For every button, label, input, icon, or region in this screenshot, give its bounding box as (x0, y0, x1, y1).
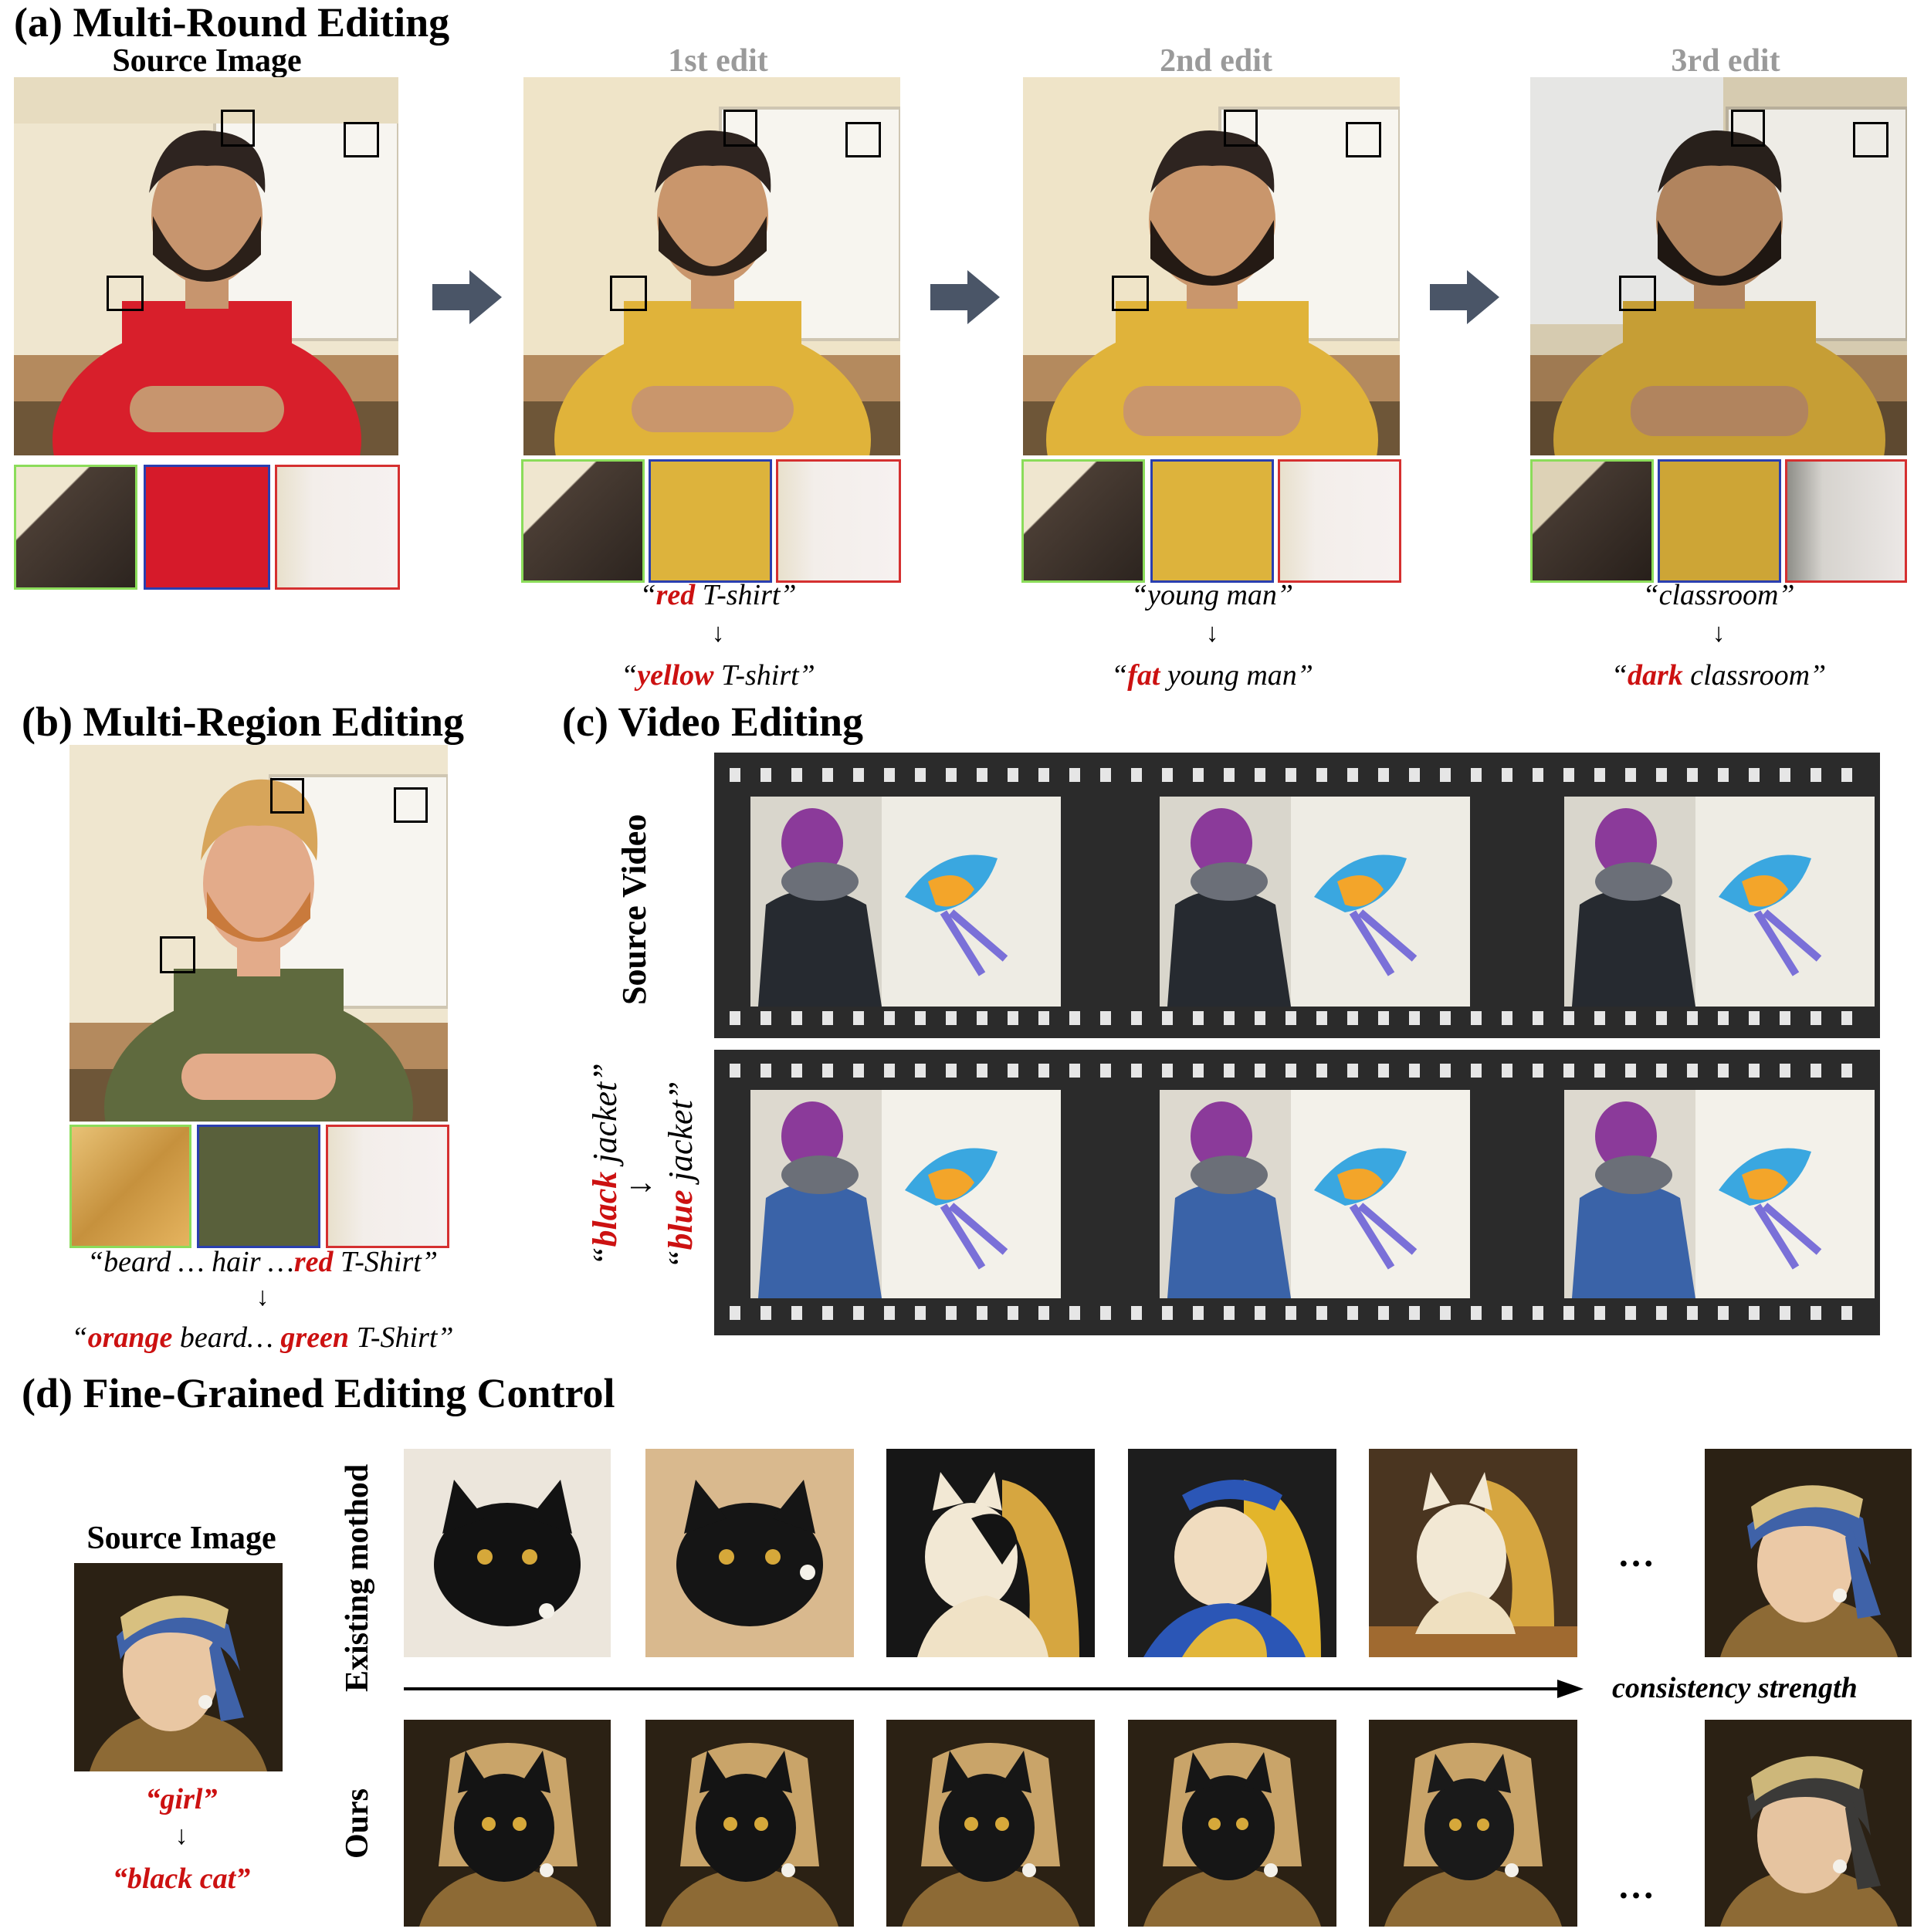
video-edit-arrow: → (624, 1163, 658, 1201)
panel-b-title: (b) Multi-Region Editing (22, 699, 465, 745)
edit3-green-box (1731, 110, 1765, 147)
existing-result-4 (1128, 1449, 1336, 1657)
edit2-crop-board (1278, 459, 1401, 583)
col-title-2nd: 2nd edit (1160, 43, 1272, 79)
source-crop-board (275, 465, 400, 590)
arrow-right-icon (1430, 270, 1499, 324)
edit1-to-caption: “yellow T-shirt” (621, 659, 815, 692)
edit1-blue-box (610, 276, 647, 311)
multi-region-crop-board (326, 1125, 449, 1248)
source-video-frame-3 (1564, 797, 1875, 1007)
ours-result-5 (1369, 1720, 1577, 1927)
existing-ellipsis: … (1617, 1534, 1655, 1575)
col-title-3rd: 3rd edit (1671, 43, 1780, 79)
arrow-right-icon (432, 270, 502, 324)
edited-video-frame-3 (1564, 1090, 1875, 1298)
edit3-to-caption: “dark classroom” (1611, 659, 1827, 692)
edit3-crop-board (1785, 459, 1907, 583)
multi-region-photo (69, 745, 448, 1122)
edit2-from-caption: “young man” (1130, 579, 1294, 611)
source-video-frame-1 (750, 797, 1061, 1007)
source-video-frame-2 (1160, 797, 1470, 1007)
edit2-photo (1023, 77, 1400, 455)
edit1-green-box (723, 110, 757, 147)
existing-result-1 (404, 1449, 611, 1657)
existing-result-2 (645, 1449, 854, 1657)
edited-video-frame-2 (1160, 1090, 1470, 1298)
col-title-source: Source Image (112, 43, 302, 79)
existing-result-5 (1369, 1449, 1577, 1657)
arrow-right-icon (930, 270, 1000, 324)
source-red-box (344, 122, 379, 157)
edited-video-frame-1 (750, 1090, 1061, 1298)
d-source-photo (74, 1563, 283, 1771)
source-blue-box (107, 276, 144, 311)
d-from-caption: “girl” (145, 1783, 218, 1815)
panel-d-title: (d) Fine-Grained Editing Control (22, 1370, 615, 1416)
ours-ellipsis: … (1617, 1866, 1655, 1907)
edit1-down-arrow: ↓ (711, 619, 725, 648)
edit2-green-box (1224, 110, 1258, 147)
edit2-crop-hair (1021, 459, 1145, 583)
source-video-label: Source Video (615, 814, 653, 1005)
source-photo (14, 77, 398, 455)
multi-region-down-arrow: ↓ (256, 1283, 269, 1311)
edit3-red-box (1853, 122, 1888, 157)
multi-region-crop-hair (69, 1125, 191, 1248)
ours-result-3 (886, 1720, 1095, 1927)
d-down-arrow: ↓ (174, 1822, 188, 1850)
multi-region-from-caption: “beard … hair …red T-Shirt” (87, 1246, 438, 1278)
edit2-to-caption: “fat young man” (1111, 659, 1313, 692)
multi-region-blue-box (160, 936, 195, 973)
ours-result-final (1705, 1720, 1912, 1927)
multi-region-crop-shirt (197, 1125, 320, 1248)
edit2-red-box (1346, 122, 1381, 157)
source-crop-hair (14, 465, 137, 590)
col-title-1st: 1st edit (668, 43, 768, 79)
existing-result-3 (886, 1449, 1095, 1657)
edit3-from-caption: “classroom” (1642, 579, 1795, 611)
source-crop-shirt (144, 465, 270, 590)
edit1-crop-hair (521, 459, 645, 583)
edit2-blue-box (1112, 276, 1149, 311)
panel-c-title: (c) Video Editing (562, 699, 864, 745)
edit3-crop-shirt (1658, 459, 1781, 583)
panel-a-title: (a) Multi-Round Editing (14, 0, 450, 46)
edit3-crop-hair (1530, 459, 1654, 583)
edit1-photo (523, 77, 900, 455)
consistency-axis-arrow (404, 1680, 1584, 1698)
ours-label: Ours (340, 1788, 375, 1859)
video-edit-from-label: “black jacket” (586, 1063, 624, 1266)
multi-region-green-box (270, 778, 304, 814)
ours-result-4 (1128, 1720, 1336, 1927)
edit2-crop-shirt (1150, 459, 1274, 583)
d-source-label: Source Image (86, 1521, 276, 1556)
edit1-red-box (845, 122, 881, 157)
video-edit-to-label: “blue jacket” (662, 1081, 699, 1269)
consistency-axis-label: consistency strength (1612, 1672, 1858, 1704)
source-green-box (221, 110, 255, 147)
d-to-caption: “black cat” (112, 1863, 251, 1895)
edit2-down-arrow: ↓ (1205, 619, 1219, 648)
edit1-from-caption: “red T-shirt” (639, 579, 797, 611)
edit3-photo (1530, 77, 1907, 455)
ours-result-1 (404, 1720, 611, 1927)
edit1-crop-board (776, 459, 901, 583)
existing-result-final (1705, 1449, 1912, 1657)
edit1-crop-shirt (649, 459, 772, 583)
ours-result-2 (645, 1720, 854, 1927)
edit3-blue-box (1619, 276, 1656, 311)
existing-method-label: Existing mothod (340, 1463, 375, 1692)
edit3-down-arrow: ↓ (1712, 619, 1726, 648)
multi-region-to-caption: “orange beard… green T-Shirt” (71, 1321, 454, 1354)
multi-region-red-box (394, 787, 428, 823)
